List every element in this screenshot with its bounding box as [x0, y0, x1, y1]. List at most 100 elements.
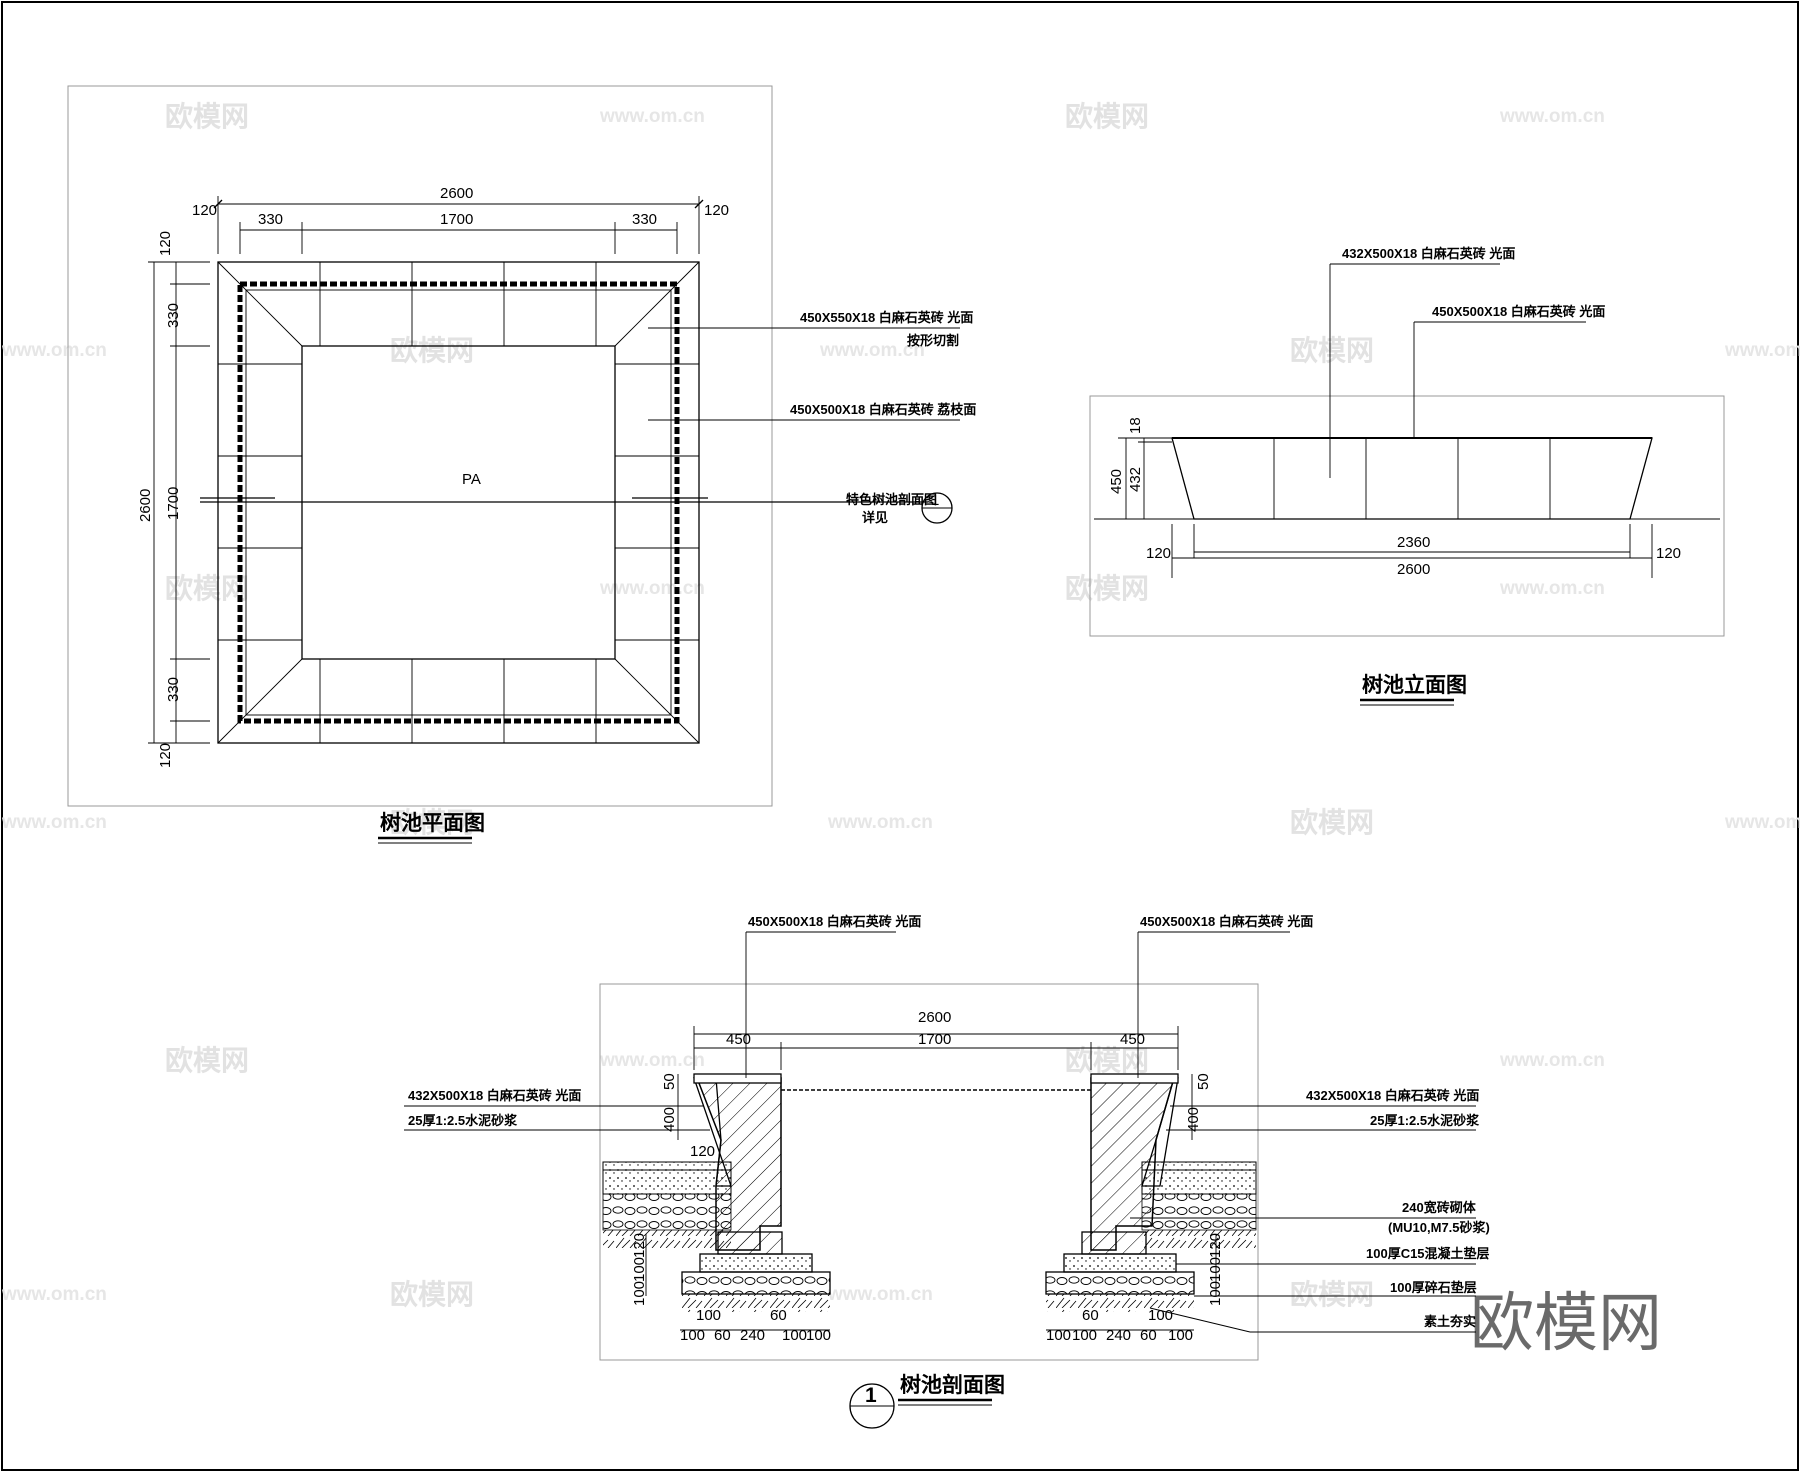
callout-text: 240宽砖砌体 — [1402, 1200, 1477, 1215]
section-reference-number: 1 — [931, 492, 939, 509]
dim-text: 50 — [1195, 1073, 1212, 1090]
elevation-outline — [1171, 437, 1653, 520]
dim-text: 400 — [1185, 1107, 1202, 1132]
gravel-layer-right — [1141, 1193, 1257, 1231]
dim-text: 120 — [192, 202, 217, 219]
dim-text: 450 — [1108, 469, 1125, 494]
plan-view: PA 2600 120 120 330 1700 330 — [67, 85, 976, 844]
watermark-url: www.om.cn — [1499, 1050, 1605, 1071]
elevation-tile-joints — [1273, 438, 1551, 519]
concrete-footing-left — [699, 1253, 813, 1273]
watermark-text: 欧模网 — [1065, 101, 1149, 132]
dim-text: 2600 — [918, 1009, 951, 1026]
dim-text: 100 — [1072, 1327, 1097, 1344]
callout-text: 450X500X18 白麻石英砖 荔枝面 — [790, 402, 976, 417]
elevation-view: 450 18 432 2360 2600 120 120 432X500X18 … — [1089, 246, 1725, 706]
watermark-text: 欧模网 — [1065, 1045, 1149, 1076]
watermark-url: www.om.cn — [1724, 812, 1800, 833]
dim-text: 120 — [157, 743, 174, 768]
watermark-text: 欧模网 — [1290, 807, 1374, 838]
watermark-url: www.om.cn — [599, 1050, 705, 1071]
dim-text: 450 — [726, 1031, 751, 1048]
soil-fill-right — [1142, 1230, 1256, 1250]
plan-side-dimensions: 2600 120 330 1700 330 120 — [137, 231, 210, 768]
watermark-text: 欧模网 — [1065, 573, 1149, 604]
watermark-url: www.om.cn — [1499, 578, 1605, 599]
section-left-dimensions: 50 400 120 120 100 100 — [631, 1073, 715, 1306]
section-bottom-dimensions: 100 60 240 100 100 100 100 240 60 100 — [680, 1327, 1194, 1344]
gravel-footing-right — [1045, 1271, 1195, 1295]
callout-text: 450X500X18 白麻石英砖 光面 — [1432, 304, 1605, 319]
section-title-number: 1 — [865, 1384, 877, 1407]
concrete-footing-right — [1063, 1253, 1177, 1273]
dim-text: 100 — [631, 1281, 648, 1306]
dim-text: 100 — [696, 1307, 721, 1324]
dim-text: 240 — [1106, 1327, 1131, 1344]
dim-text: 60 — [1082, 1307, 1099, 1324]
dim-text: 450 — [1120, 1031, 1145, 1048]
callout-text: 100厚C15混凝土垫层 — [1366, 1246, 1490, 1261]
compacted-soil-left — [682, 1294, 830, 1312]
dim-text: 120 — [704, 202, 729, 219]
elevation-frame — [1089, 395, 1725, 637]
dim-text: 400 — [661, 1107, 678, 1132]
compacted-soil-right — [1046, 1294, 1194, 1312]
callout-text: 按形切割 — [907, 333, 959, 348]
dim-text: 100 — [631, 1257, 648, 1282]
watermark-url: www.om.cn — [1499, 106, 1605, 127]
watermark-url: www.om.cn — [827, 1284, 933, 1305]
watermark-text: 欧模网 — [1290, 335, 1374, 366]
dim-text: 330 — [258, 211, 283, 228]
dim-text: 240 — [740, 1327, 765, 1344]
elevation-title: 树池立面图 — [1362, 673, 1467, 697]
dim-text: 120 — [1146, 545, 1171, 562]
plan-leaders: 450X550X18 白麻石英砖 光面 按形切割 450X500X18 白麻石英… — [648, 310, 976, 525]
dim-text: 2600 — [137, 489, 154, 522]
dim-text: 2360 — [1397, 534, 1430, 551]
watermark-text: 欧模网 — [390, 807, 474, 838]
plan-tile-joints — [218, 262, 699, 743]
elevation-width-dimensions: 2360 2600 120 120 — [1146, 524, 1681, 578]
callout-text: 450X550X18 白麻石英砖 光面 — [800, 310, 973, 325]
section-right-dimensions: 50 400 120 100 100 — [1185, 1073, 1224, 1306]
paving-layer-right — [1141, 1161, 1257, 1195]
watermark-url: www.om.cn — [1724, 340, 1800, 361]
dim-text: 100 — [1046, 1327, 1071, 1344]
dim-text: 100 — [680, 1327, 705, 1344]
dim-text: 50 — [661, 1073, 678, 1090]
watermark-url: www.om.cn — [827, 812, 933, 833]
watermark-url: www.om.cn — [1, 340, 107, 361]
section-top-dimensions: 2600 450 1700 450 — [693, 1009, 1179, 1070]
callout-text: 432X500X18 白麻石英砖 光面 — [1306, 1088, 1479, 1103]
watermark-text: 欧模网 — [390, 335, 474, 366]
section-frame — [599, 983, 1259, 1361]
plan-title: 树池平面图 — [380, 811, 485, 835]
dim-text: 120 — [631, 1233, 648, 1258]
dim-text: 432 — [1127, 467, 1144, 492]
dim-text: 100 — [1148, 1307, 1173, 1324]
watermark-url: www.om.cn — [819, 340, 925, 361]
elevation-leaders: 432X500X18 白麻石英砖 光面 450X500X18 白麻石英砖 光面 — [1329, 246, 1605, 478]
dim-text: 60 — [1140, 1327, 1157, 1344]
dim-text: 120 — [157, 231, 174, 256]
plan-top-dimensions: 2600 120 120 330 1700 330 — [192, 185, 729, 254]
callout-text: 25厚1:2.5水泥砂浆 — [1370, 1113, 1480, 1128]
dim-text: 120 — [1656, 545, 1681, 562]
section-title: 树池剖面图 — [900, 1373, 1005, 1397]
watermark-text: 欧模网 — [165, 1045, 249, 1076]
dim-text: 100 — [1207, 1257, 1224, 1282]
callout-text: 详见 — [862, 510, 888, 525]
watermark-url: www.om.cn — [1, 1284, 107, 1305]
dim-text: 100 — [1168, 1327, 1193, 1344]
callout-text: (MU10,M7.5砂浆) — [1388, 1220, 1490, 1235]
plan-miter-line — [217, 261, 303, 347]
dim-text: 18 — [1127, 417, 1144, 434]
callout-text: 432X500X18 白麻石英砖 光面 — [408, 1088, 581, 1103]
dim-text: 120 — [690, 1143, 715, 1160]
plan-miter-line — [614, 261, 700, 347]
cap-stone-left — [693, 1073, 782, 1084]
watermark-text: 欧模网 — [165, 101, 249, 132]
watermark-text: 欧模网 — [165, 573, 249, 604]
